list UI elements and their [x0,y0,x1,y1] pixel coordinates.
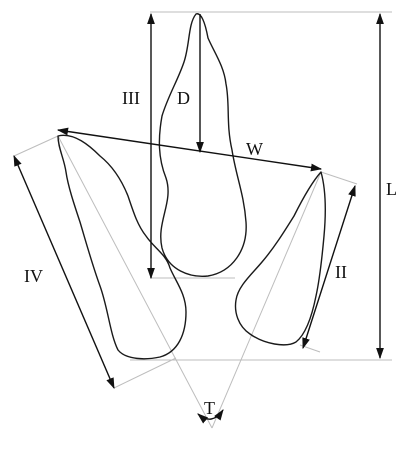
digit-ii-length-arrow [302,184,356,350]
dimension-lines [13,12,384,424]
digit-iv-outline [57,134,187,360]
digit-iii-outline [158,13,247,277]
label-depth: D [177,88,190,108]
label-divarication-angle: T [204,398,215,418]
digit-ii-tip-extension [320,171,358,185]
label-digit-iii: III [122,88,140,108]
labels: III D W L IV II T [24,88,397,418]
footprint-outline [57,13,326,360]
label-digit-iv: IV [24,266,43,286]
label-digit-ii: II [335,262,347,282]
label-length: L [386,179,397,199]
digit-ii-axis-line [211,171,322,429]
divarication-angle-arc [197,409,224,424]
digit-iv-tip-extension [13,135,59,157]
label-width: W [246,139,263,159]
digit-iv-length-arrow [13,154,115,390]
digit-iv-axis-line [57,135,213,429]
digit-iv-base-extension [113,357,177,389]
guide-lines [13,11,392,429]
width-arrow [56,127,323,172]
